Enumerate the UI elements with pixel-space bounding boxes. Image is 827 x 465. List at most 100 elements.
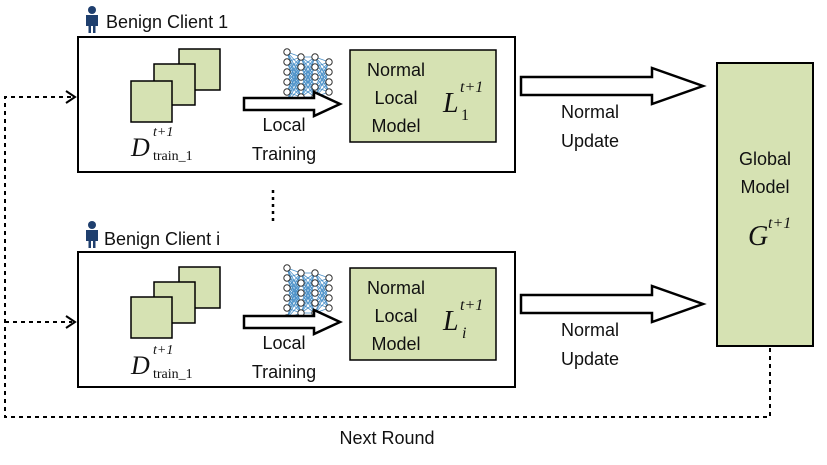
client-1: Benign Client 1 D t+1 train_1 Local Trai…: [77, 6, 707, 173]
neural-network-icon: [283, 264, 333, 322]
network-node: [311, 299, 319, 307]
network-node: [297, 289, 305, 297]
feedback-path: [4, 96, 771, 418]
network-node: [311, 269, 319, 277]
dataset-stack-icon: [130, 266, 221, 339]
network-node: [283, 58, 291, 66]
network-edge: [300, 282, 316, 314]
network-edge: [286, 282, 302, 319]
network-node: [325, 274, 333, 282]
global-model-line2: Model: [740, 177, 789, 197]
dataset-subscript: train_1: [153, 149, 193, 164]
global-model-line1: Global: [739, 149, 791, 169]
arrow-label-line1: Local: [262, 333, 305, 353]
network-edge: [314, 277, 330, 314]
network-edge: [286, 56, 302, 83]
client-title: Benign Client 1: [106, 12, 228, 32]
network-edge: [300, 66, 316, 98]
network-node: [297, 73, 305, 81]
update-label-line1: Normal: [561, 320, 619, 340]
dataset-stack-icon: [130, 48, 221, 123]
network-node: [325, 78, 333, 86]
arrowhead-client-i: [65, 315, 77, 329]
network-node: [283, 284, 291, 292]
model-label-line3: Model: [371, 116, 420, 136]
network-edge: [314, 61, 330, 98]
network-edge: [300, 272, 316, 314]
network-node: [283, 304, 291, 312]
network-edge: [314, 287, 330, 314]
network-node: [311, 63, 319, 71]
network-node: [297, 83, 305, 91]
arrow-label-line2: Training: [252, 362, 316, 382]
local-model-box: [349, 267, 497, 361]
network-node: [325, 284, 333, 292]
network-edge: [300, 272, 316, 294]
client-box: [77, 251, 516, 388]
network-node: [283, 274, 291, 282]
model-superscript: t+1: [460, 297, 483, 314]
dataset-subscript: train_1: [153, 367, 193, 382]
model-label-line2: Local: [374, 306, 417, 326]
global-model-superscript: t+1: [768, 215, 791, 232]
network-edge: [286, 272, 302, 299]
global-model-symbol: G: [748, 221, 768, 252]
client-title: Benign Client i: [104, 229, 220, 249]
network-edge: [314, 61, 330, 88]
dataset-symbol: D: [130, 351, 150, 380]
dataset-symbol: D: [130, 133, 150, 162]
user-icon: [86, 221, 98, 248]
network-node: [311, 289, 319, 297]
network-node: [311, 53, 319, 61]
network-edge: [300, 76, 316, 98]
local-training-arrow: [242, 90, 343, 118]
dataset-superscript: t+1: [153, 343, 173, 358]
network-node: [283, 294, 291, 302]
network-node: [297, 63, 305, 71]
normal-update-arrow: [519, 284, 707, 324]
update-label-line2: Update: [561, 349, 619, 369]
update-label-line1: Normal: [561, 102, 619, 122]
network-node: [283, 78, 291, 86]
network-node: [297, 279, 305, 287]
network-node: [311, 83, 319, 91]
normal-update-arrow: [519, 66, 707, 106]
network-node: [311, 73, 319, 81]
update-label-line2: Update: [561, 131, 619, 151]
client-box: [77, 36, 516, 173]
network-node: [283, 68, 291, 76]
network-edge: [300, 272, 316, 304]
global-model: Global Model G t+1: [716, 62, 814, 347]
network-node: [297, 299, 305, 307]
user-icon: [86, 6, 98, 33]
arrow-label-line1: Local: [262, 115, 305, 135]
arrowhead-client-1: [65, 90, 77, 104]
network-edge: [300, 56, 316, 88]
local-training-arrow: [242, 308, 343, 336]
network-node: [311, 279, 319, 287]
model-subscript: 1: [461, 107, 469, 124]
next-round-label: Next Round: [339, 428, 434, 448]
network-edge: [300, 56, 316, 78]
network-edge: [300, 292, 316, 314]
network-node: [297, 269, 305, 277]
network-node: [325, 68, 333, 76]
model-symbol: L: [442, 88, 459, 119]
model-superscript: t+1: [460, 79, 483, 96]
network-node: [325, 58, 333, 66]
dataset-superscript: t+1: [153, 125, 173, 140]
client-i: Benign Client i D t+1 train_1 Local Trai…: [77, 221, 707, 388]
network-node: [325, 294, 333, 302]
arrow-label-line2: Training: [252, 144, 316, 164]
model-subscript: i: [462, 325, 466, 342]
model-label-line2: Local: [374, 88, 417, 108]
network-node: [283, 48, 291, 56]
model-label-line3: Model: [371, 334, 420, 354]
network-node: [283, 88, 291, 96]
neural-network-icon: [283, 48, 333, 106]
model-label-line1: Normal: [367, 60, 425, 80]
network-edge: [286, 66, 302, 103]
global-model-box: [716, 62, 814, 347]
network-node: [283, 264, 291, 272]
